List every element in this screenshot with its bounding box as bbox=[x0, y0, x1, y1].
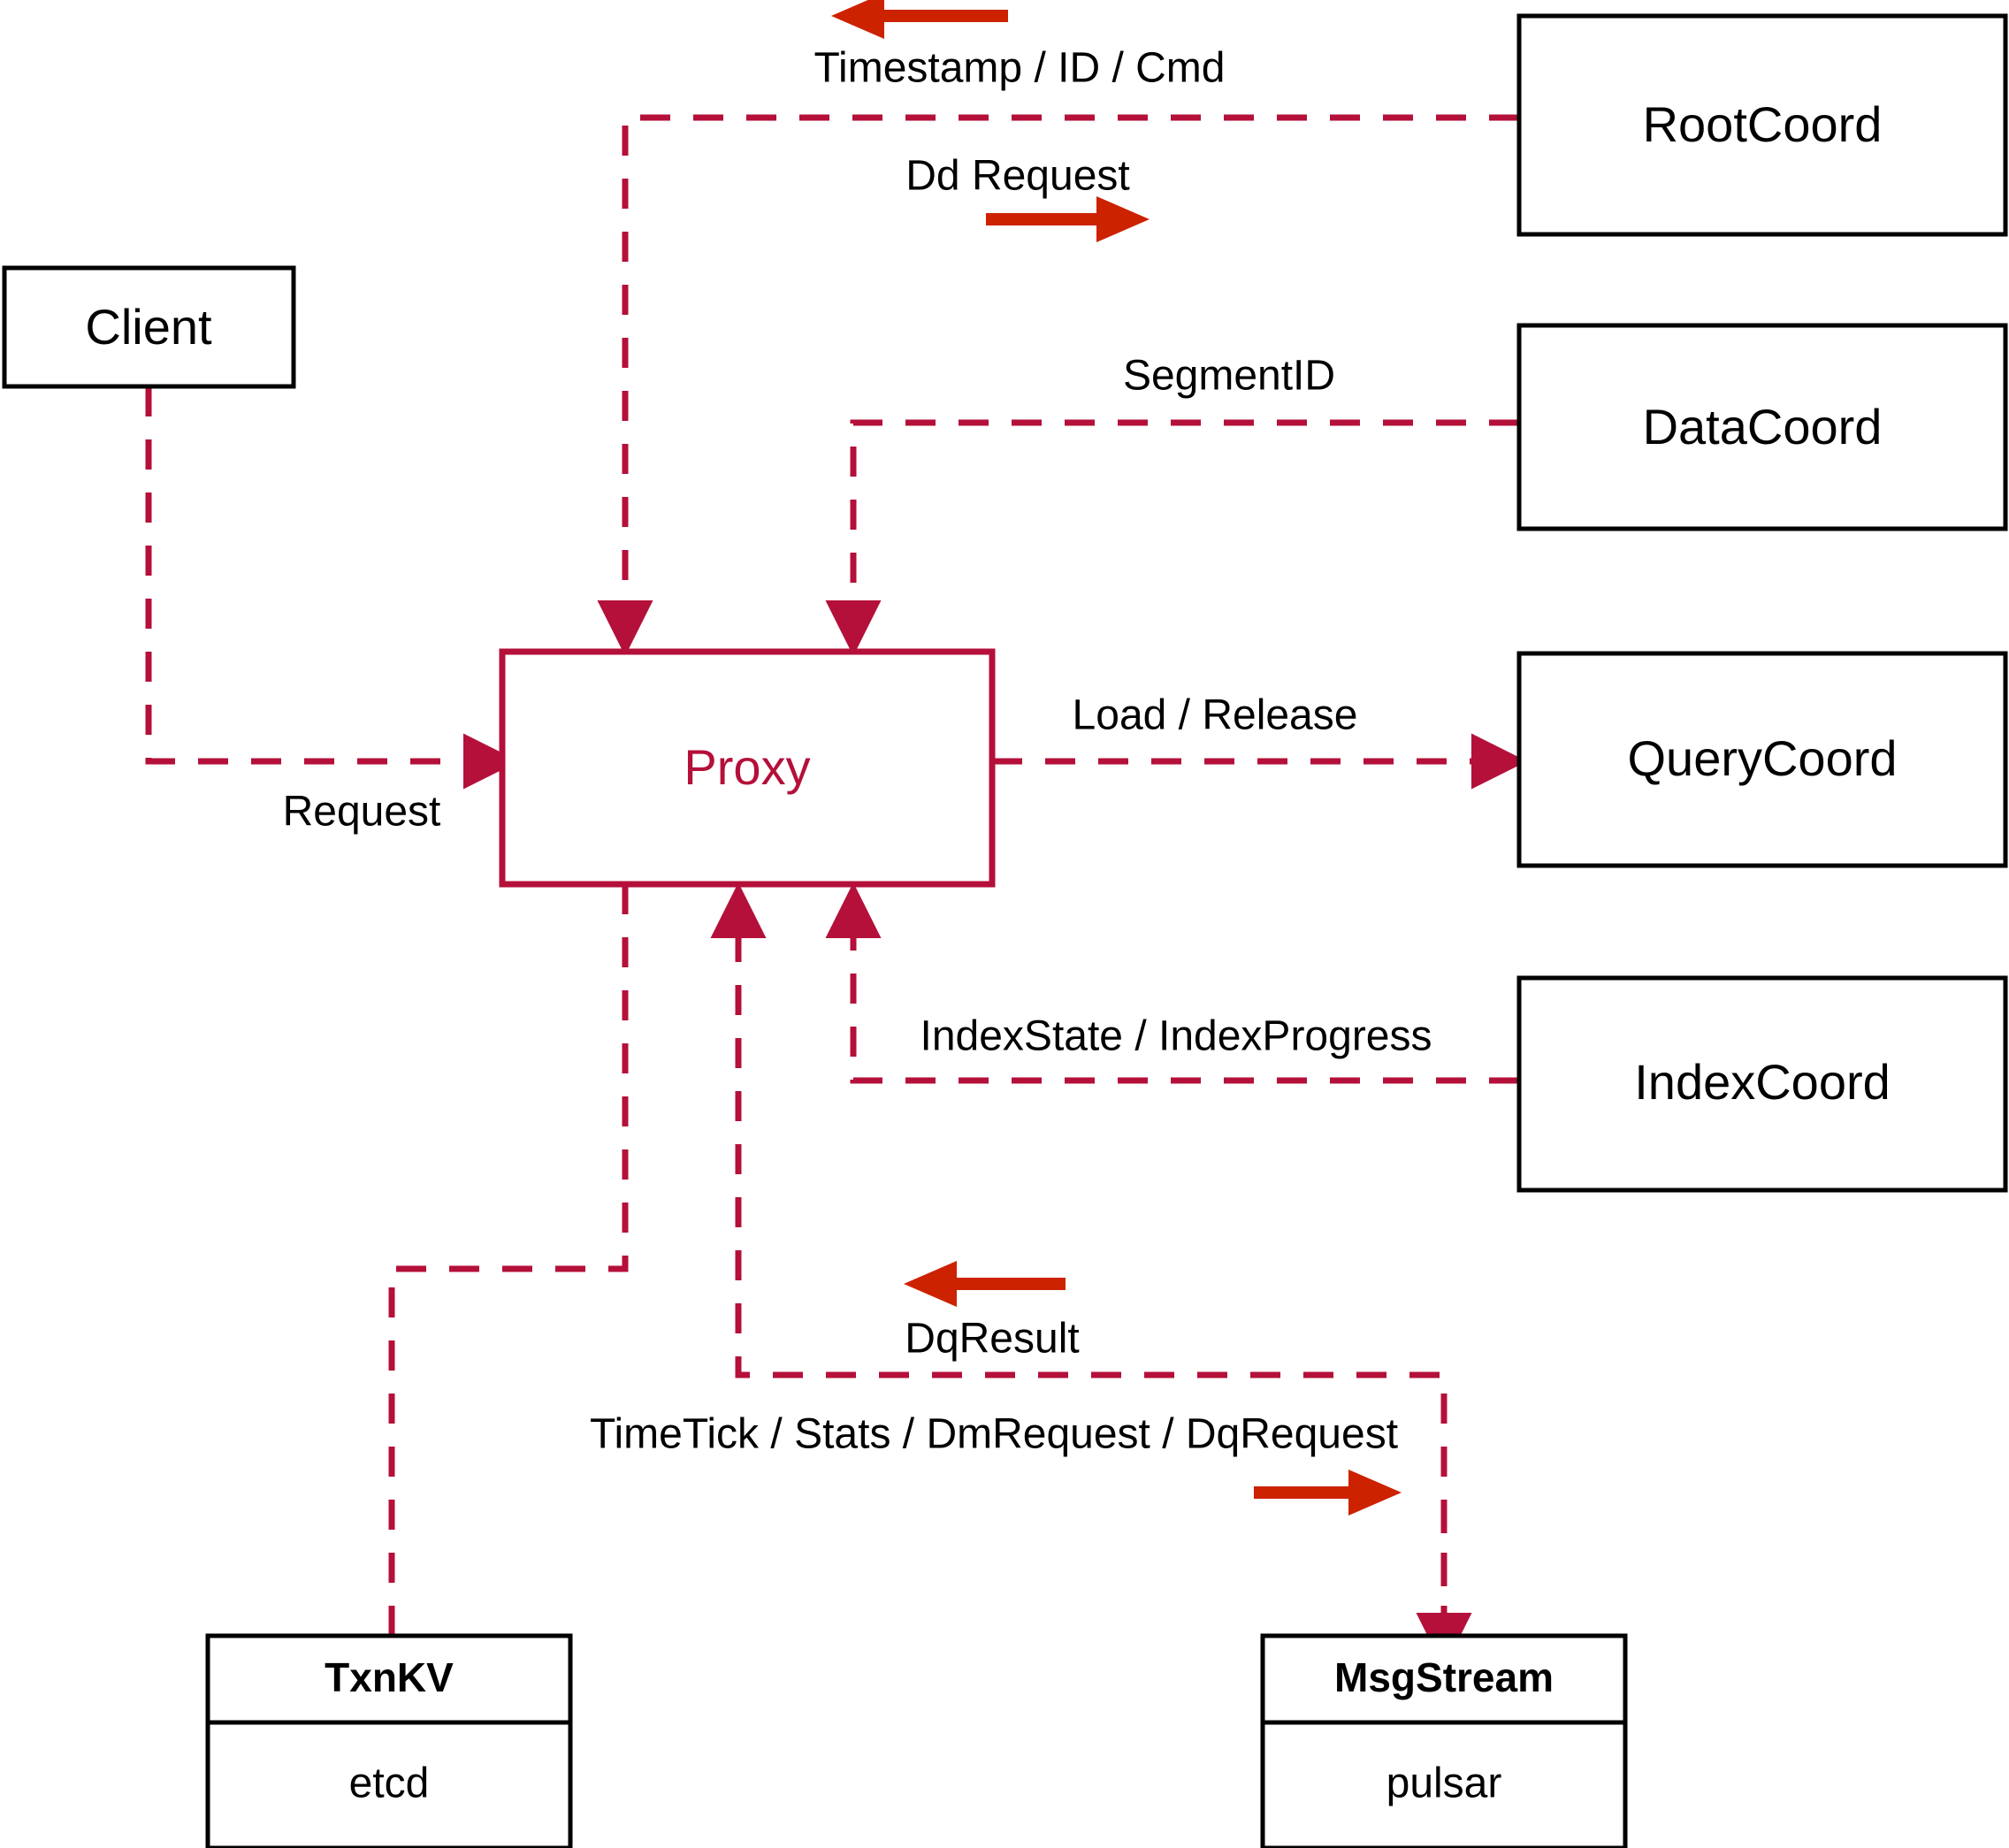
node-root-coord[interactable]: RootCoord bbox=[1516, 13, 2008, 237]
edge-label-timetick-stats: TimeTick / Stats / DmRequest / DqRequest bbox=[590, 1411, 1398, 1458]
node-index-coord[interactable]: IndexCoord bbox=[1516, 975, 2008, 1193]
msgstream-label: MsgStream bbox=[1334, 1654, 1554, 1700]
node-data-coord[interactable]: DataCoord bbox=[1516, 323, 2008, 531]
node-query-coord[interactable]: QueryCoord bbox=[1516, 651, 2008, 868]
edge-label-dq-result: DqResult bbox=[905, 1316, 1079, 1363]
edge-index-state-progress bbox=[825, 882, 1519, 1084]
edge-segment-id bbox=[825, 419, 1519, 656]
node-txnkv[interactable]: TxnKV etcd bbox=[205, 1633, 573, 1848]
direction-arrow-dd-request bbox=[986, 196, 1150, 242]
edge-request bbox=[145, 386, 519, 790]
node-msgstream[interactable]: MsgStream pulsar bbox=[1260, 1633, 1628, 1848]
txnkv-impl-label: etcd bbox=[349, 1760, 430, 1807]
edge-label-load-release: Load / Release bbox=[1073, 692, 1358, 739]
query-coord-label: QueryCoord bbox=[1627, 730, 1897, 786]
edge-label-dd-request: Dd Request bbox=[905, 153, 1129, 200]
edge-label-index-state-progress: IndexState / IndexProgress bbox=[920, 1013, 1432, 1060]
node-proxy[interactable]: Proxy bbox=[499, 648, 996, 888]
index-coord-label: IndexCoord bbox=[1634, 1054, 1891, 1110]
edge-timestamp-id-cmd bbox=[597, 114, 1519, 656]
client-label: Client bbox=[85, 299, 212, 355]
edge-label-timestamp-id-cmd: Timestamp / ID / Cmd bbox=[814, 45, 1226, 92]
data-coord-label: DataCoord bbox=[1643, 399, 1883, 454]
msgstream-impl-label: pulsar bbox=[1386, 1760, 1502, 1807]
root-coord-label: RootCoord bbox=[1643, 96, 1883, 152]
node-client[interactable]: Client bbox=[2, 265, 296, 389]
proxy-label: Proxy bbox=[684, 739, 810, 795]
edge-proxy-txnkv bbox=[388, 884, 629, 1636]
direction-arrow-dqrequest bbox=[1254, 1470, 1402, 1516]
edge-label-segment-id: SegmentID bbox=[1123, 353, 1335, 400]
direction-arrow-dqresult bbox=[904, 1261, 1066, 1307]
txnkv-label: TxnKV bbox=[325, 1654, 454, 1700]
edge-label-request: Request bbox=[283, 789, 441, 836]
direction-arrow-timestamp bbox=[831, 0, 1008, 39]
